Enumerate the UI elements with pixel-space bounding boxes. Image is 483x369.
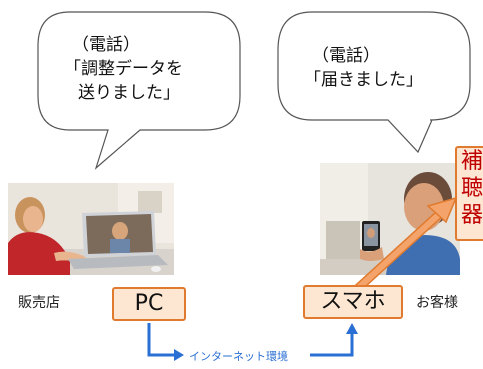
hearing-aid-char-3: 器 xyxy=(461,203,483,228)
hearing-aid-box: 補 聴 器 xyxy=(455,146,483,241)
left-bubble-line-1: （電話） xyxy=(72,35,140,55)
shop-label: 販売店 xyxy=(18,295,60,311)
customer-label: お客様 xyxy=(416,295,458,311)
right-speech-bubble xyxy=(277,11,471,154)
left-speech-bubble xyxy=(37,11,241,170)
hearing-aid-char-1: 補 xyxy=(461,149,483,174)
shop-staff-photo xyxy=(8,183,174,275)
left-bubble-text: （電話） 「調整データを 送りました」 xyxy=(64,33,183,105)
hearing-aid-char-2: 聴 xyxy=(461,176,483,201)
right-bubble-line-1: （電話） xyxy=(312,46,380,66)
pc-box: PC xyxy=(112,287,186,321)
left-bubble-line-2: 「調整データを xyxy=(64,59,183,79)
right-bubble-line-2: 「届きました」 xyxy=(304,70,423,90)
right-bubble-text: （電話） 「届きました」 xyxy=(304,44,423,92)
smartphone-box: スマホ xyxy=(303,285,403,319)
left-bubble-line-3: 送りました」 xyxy=(78,83,180,103)
internet-label: インターネット環境 xyxy=(189,350,288,363)
